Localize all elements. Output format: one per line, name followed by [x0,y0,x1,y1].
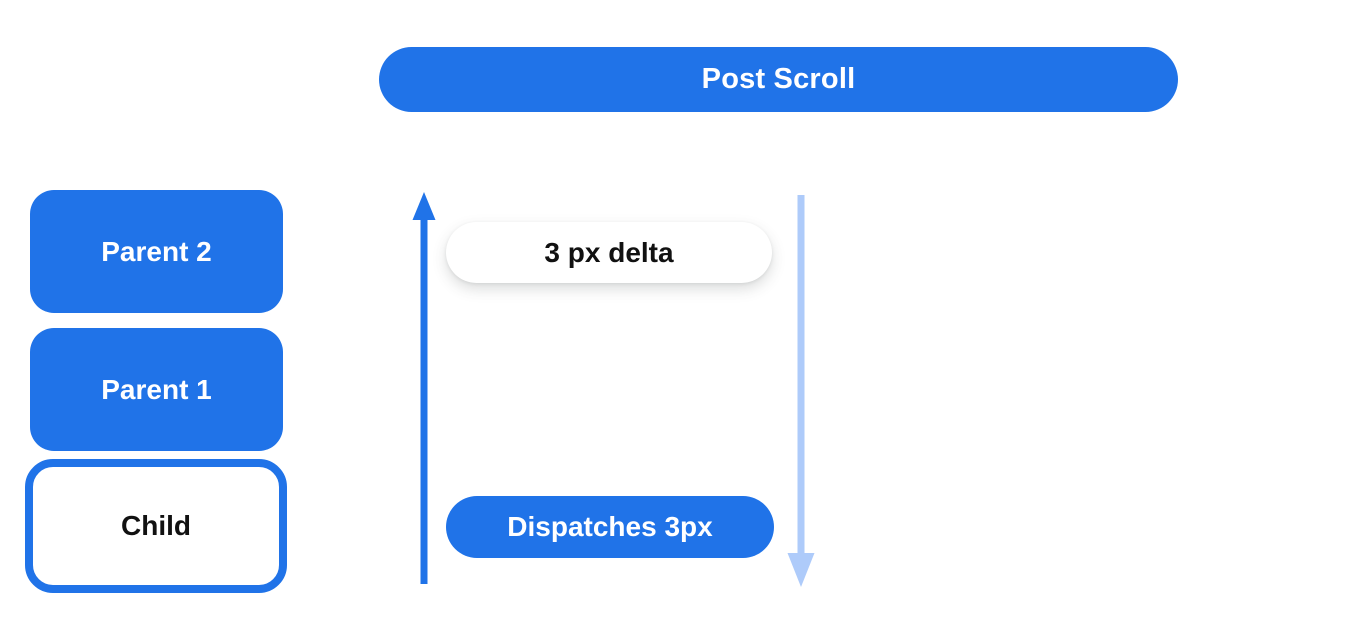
post-scroll-banner: Post Scroll [379,47,1178,112]
up-arrow-icon [411,192,437,584]
down-arrow-icon [786,195,816,587]
delta-pill: 3 px delta [446,222,772,283]
dispatches-pill: Dispatches 3px [446,496,774,558]
node-parent-1: Parent 1 [30,328,283,451]
node-parent-2: Parent 2 [30,190,283,313]
node-child: Child [25,459,287,593]
